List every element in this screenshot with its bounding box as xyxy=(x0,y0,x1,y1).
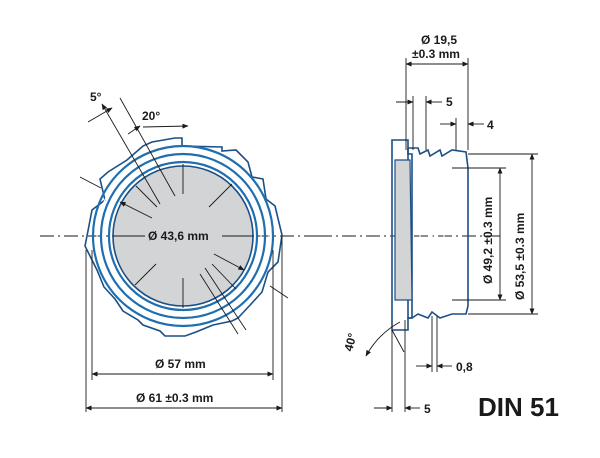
label-angle-20: 20° xyxy=(142,109,160,123)
angle-40-arc xyxy=(365,321,401,357)
label-diameter-57: Ø 57 mm xyxy=(155,357,206,371)
label-dim-53: Ø 53,5 ±0.3 mm xyxy=(513,213,527,300)
inner-dia-arrow-left xyxy=(119,201,153,219)
ring-gap-2 xyxy=(104,157,262,315)
label-dim-08: 0,8 xyxy=(456,360,473,374)
side-thread-grooves xyxy=(419,160,464,306)
side-view: Ø 19,5 ±0.3 mm 5 4 Ø 49,2 ±0.3 mm Ø 53,5… xyxy=(318,33,538,416)
label-width-tol: ±0.3 mm xyxy=(412,47,460,61)
radial-ticks xyxy=(113,164,254,308)
inner-dia-arrow-right xyxy=(213,253,245,271)
side-thread-body xyxy=(407,147,469,319)
angle-40-leader xyxy=(391,329,405,353)
ring-inner xyxy=(107,160,259,312)
label-inner-diameter: Ø 43,6 mm xyxy=(148,229,209,243)
outer-flange xyxy=(84,137,283,337)
label-diameter-61: Ø 61 ±0.3 mm xyxy=(136,391,213,405)
side-inner-face xyxy=(394,159,413,301)
ring-gap-1 xyxy=(96,149,270,323)
ring-outer xyxy=(91,144,275,328)
label-dim-5-top: 5 xyxy=(446,95,453,109)
label-dim-5-bottom: 5 xyxy=(424,402,431,416)
angle-leaders xyxy=(79,97,289,335)
label-angle-5: 5° xyxy=(90,90,102,104)
ring-middle xyxy=(99,152,267,320)
front-view: 5° 20° Ø 43,6 mm Ø 57 mm Ø 61 ±0.3 mm xyxy=(40,90,330,412)
label-angle-40: 40° xyxy=(341,331,359,352)
label-width-19: Ø 19,5 xyxy=(421,33,457,47)
label-dim-4: 4 xyxy=(487,118,494,132)
title-din51: DIN 51 xyxy=(478,392,559,422)
label-dim-49: Ø 49,2 ±0.3 mm xyxy=(481,197,495,284)
